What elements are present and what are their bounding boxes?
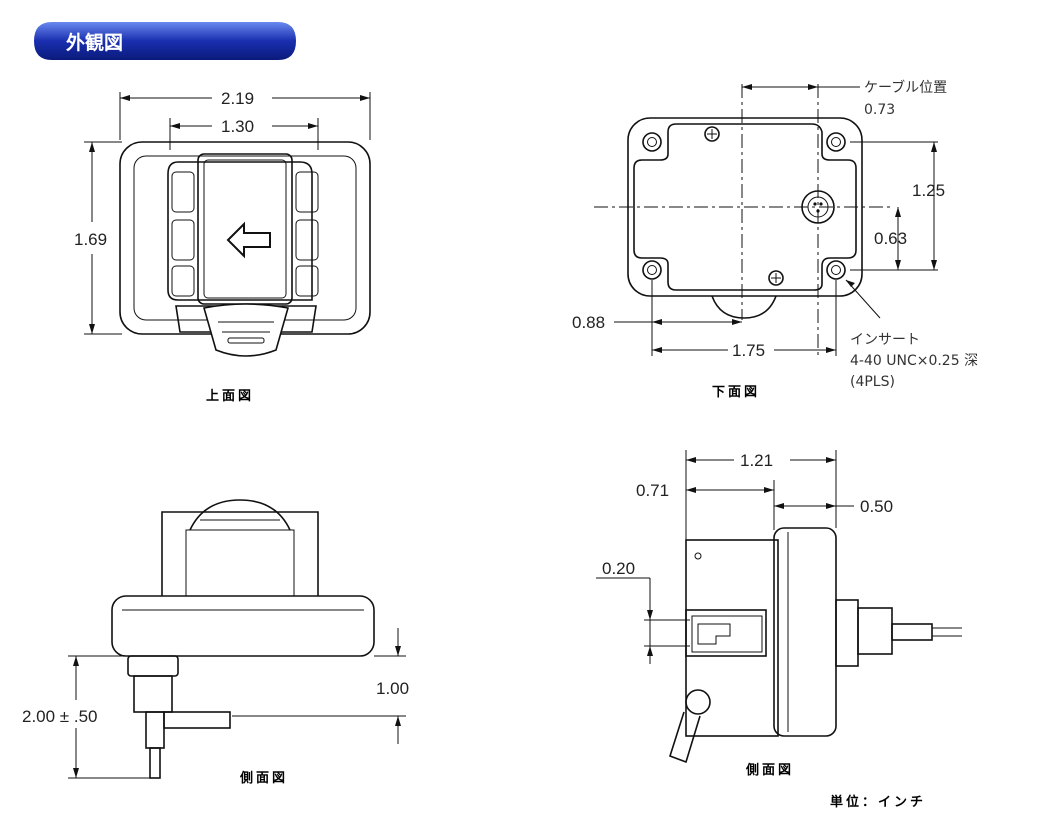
top-view: 2.19 1.30 1.69 上面図	[74, 89, 371, 404]
dim-slot: 0.20	[602, 559, 635, 578]
dim-hole-spacing: 1.25	[912, 181, 945, 200]
dim-front-depth: 0.71	[636, 481, 669, 500]
insert-qty: (4PLS)	[850, 374, 895, 390]
dim-offset: 0.88	[572, 313, 605, 332]
dim-side-height: 1.00	[376, 679, 409, 698]
caption-side-view-right: 側面図	[745, 762, 794, 778]
dim-hole-span: 1.75	[732, 341, 765, 360]
dim-back-depth: 0.50	[860, 497, 893, 516]
dim-width: 2.19	[221, 89, 254, 108]
cable-position-value: 0.73	[864, 102, 895, 118]
cable-position-label: ケーブル位置	[864, 79, 947, 96]
dim-height: 1.69	[74, 230, 107, 249]
dim-cable-length: 2.00 ± .50	[22, 707, 98, 726]
dim-inner-width: 1.30	[221, 117, 254, 136]
dim-total-depth: 1.21	[740, 451, 773, 470]
insert-label: インサート	[850, 332, 920, 348]
page-title: 外観図	[66, 31, 123, 54]
insert-spec: 4-40 UNC×0.25 深	[850, 353, 978, 369]
caption-side-view-left: 側面図	[239, 770, 288, 786]
dim-connector-height: 0.63	[874, 229, 907, 248]
bottom-view: ケーブル位置 0.73 1.25 0.63 0.88 1.75 インサート 4-…	[572, 79, 978, 400]
units-note: 単位：インチ	[830, 794, 926, 810]
side-view-right: 1.21 0.71 0.50 0.20 側面図	[596, 450, 962, 778]
caption-bottom-view: 下面図	[712, 385, 760, 400]
header-badge: 外観図	[34, 22, 296, 60]
caption-top-view: 上面図	[206, 389, 254, 404]
side-view-left: 2.00 ± .50 1.00 側面図	[22, 499, 409, 786]
